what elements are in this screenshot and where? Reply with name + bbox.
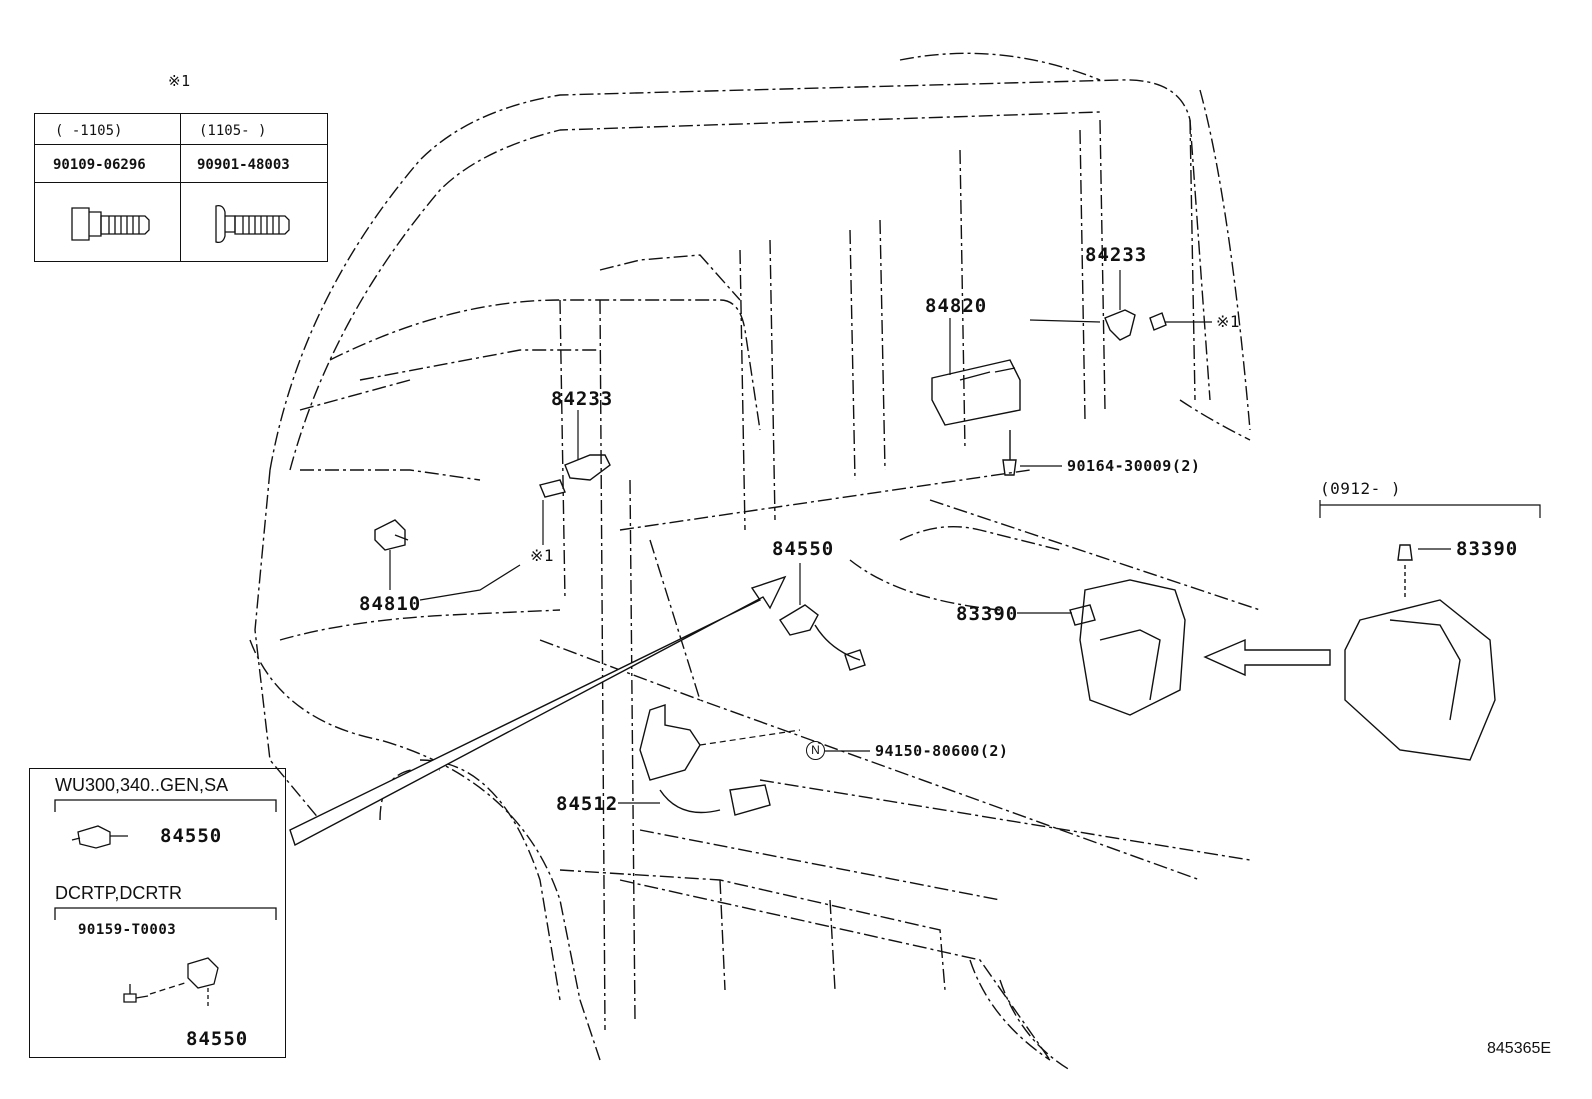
callout-84820: 84820: [925, 295, 988, 317]
callout-94150-nut: 94150-80600(2): [875, 742, 1009, 760]
callout-90164-screw: 90164-30009(2): [1067, 457, 1201, 475]
inset-sensor-icon-1: [71, 825, 128, 849]
part-84820-switch-assembly: [931, 359, 1021, 476]
bolt-table-col1-part: 90109-06296: [53, 157, 146, 173]
bolt-table-col2-range: (1105- ): [199, 123, 267, 139]
callout-84233-right: 84233: [1085, 244, 1148, 266]
bolt-washer-icon: [215, 204, 290, 244]
inset-pointer-arrow: [289, 575, 787, 847]
bolt-flange-icon: [71, 207, 150, 241]
inset-callout-84550-b: 84550: [186, 1028, 249, 1050]
variant-inset-box: [29, 768, 286, 1058]
leader-lines: [389, 270, 1541, 804]
inset-sensor-icon-2: [123, 957, 219, 1006]
mark-1-right: ※1: [1216, 312, 1241, 331]
callout-84233-left: 84233: [551, 388, 614, 410]
diagram-reference-code: 845365E: [1487, 1040, 1552, 1057]
variant-bracket-label: (0912- ): [1320, 479, 1402, 498]
part-84512-switch: [639, 704, 771, 816]
callout-84512: 84512: [556, 793, 619, 815]
callout-84810: 84810: [359, 593, 422, 615]
part-83390-bracket-sensor: [1069, 579, 1186, 716]
callout-83390-variant: 83390: [1456, 538, 1519, 560]
part-84233-left-switch: [539, 454, 611, 498]
part-84233-right-switch: [1104, 309, 1167, 341]
nut-symbol-icon: N: [806, 741, 825, 760]
inset-callout-84550-a: 84550: [160, 825, 223, 847]
callout-84550: 84550: [772, 538, 835, 560]
inset-bolt-90159: 90159-T0003: [78, 922, 177, 938]
inset-group2-bracket: [54, 907, 277, 920]
part-84550-sensor: [779, 604, 866, 671]
part-84810-switch: [374, 519, 409, 551]
part-83390-variant-assembly: [1344, 544, 1496, 761]
cab-outline: [249, 52, 1261, 1071]
inset-group2-title: DCRTP,DCRTR: [55, 883, 183, 903]
bolt-table-mark: ※1: [168, 72, 191, 90]
callout-83390-main: 83390: [956, 603, 1019, 625]
mark-1-left: ※1: [530, 546, 555, 565]
bolt-table-col2-part: 90901-48003: [197, 157, 290, 173]
bolt-table-col1-range: ( -1105): [55, 123, 123, 139]
bolt-table: ( -1105) (1105- ) 90109-06296 90901-4800…: [34, 113, 328, 262]
inset-group1-title: WU300,340..GEN,SA: [55, 775, 229, 795]
variant-pointer-arrow: [1203, 638, 1331, 677]
inset-group1-bracket: [54, 799, 277, 812]
